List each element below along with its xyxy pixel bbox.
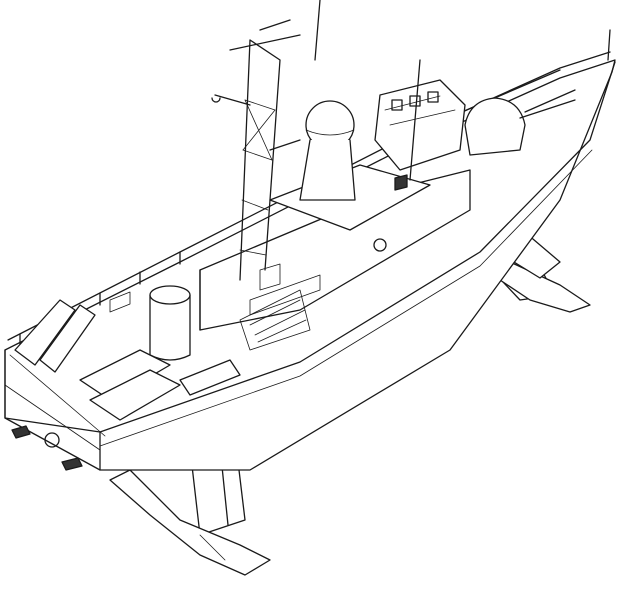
mast [211, 0, 611, 281]
gun-turret [464, 89, 576, 156]
aft-deck-equipment [14, 285, 311, 421]
radome [269, 100, 356, 201]
